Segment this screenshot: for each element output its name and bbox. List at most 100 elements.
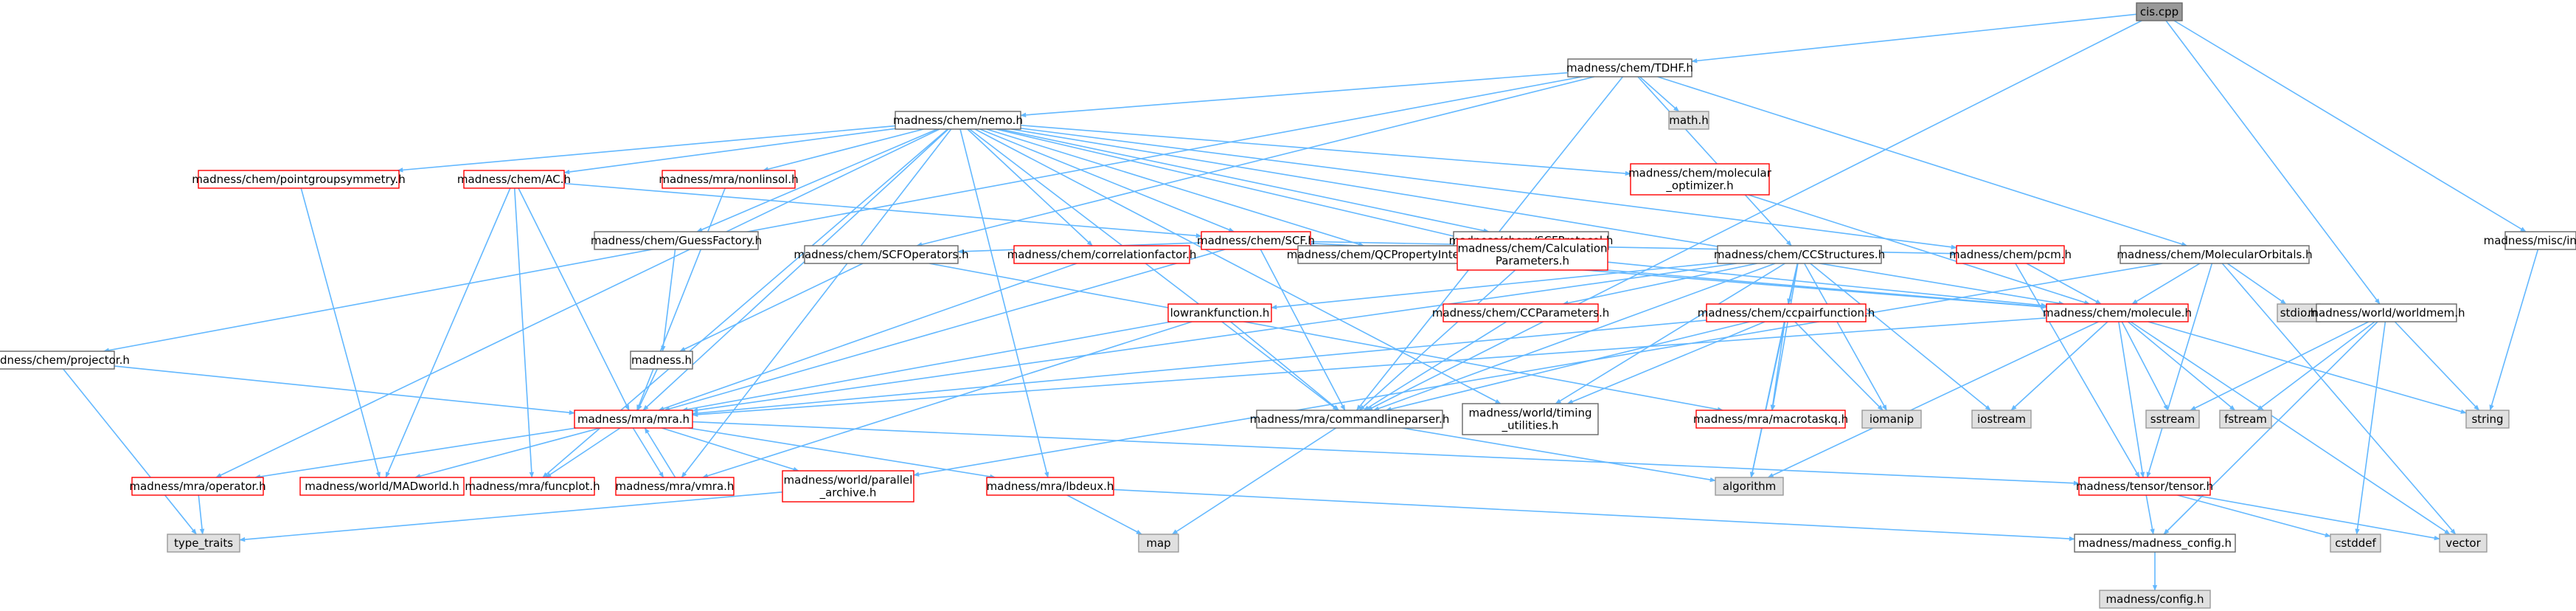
edge-molorb-to-molecule: [2131, 263, 2201, 305]
node-info[interactable]: madness/misc/info.h: [2484, 231, 2576, 250]
node-label: madness/mra/nonlinsol.h: [659, 173, 798, 186]
node-label: madness/mra/lbdeux.h: [987, 480, 1114, 493]
node-box: [2145, 410, 2200, 429]
node-lowrank[interactable]: lowrankfunction.h: [1167, 303, 1272, 322]
edge-nemo-to-qcprop: [986, 128, 1364, 246]
node-lbdeux[interactable]: madness/mra/lbdeux.h: [986, 477, 1114, 496]
node-box: [2219, 410, 2272, 429]
edge-ac-to-scf: [563, 182, 1202, 238]
node-label: sstream: [2150, 412, 2195, 426]
node-operator[interactable]: madness/mra/operator.h: [129, 477, 266, 496]
node-molecule[interactable]: madness/chem/molecule.h: [2043, 303, 2192, 322]
node-mra[interactable]: madness/mra/mra.h: [574, 410, 693, 429]
edge-molecule-to-tensor: [2118, 321, 2145, 478]
edge-scf-to-cmdparser: [1260, 249, 1346, 411]
node-parallel[interactable]: madness/world/parallel_archive.h: [782, 470, 914, 503]
edge-parallel-to-typetraits: [239, 491, 783, 542]
node-label: madness/madness_config.h: [2078, 536, 2232, 550]
node-cmdparser[interactable]: madness/mra/commandlineparser.h: [1250, 410, 1450, 429]
node-funcplot[interactable]: madness/mra/funcplot.h: [465, 477, 600, 496]
node-tensor[interactable]: madness/tensor/tensor.h: [2076, 477, 2213, 496]
node-label: madness/chem/SCFOperators.h: [794, 248, 968, 261]
edge-scfops-to-macrotask: [928, 263, 1723, 412]
node-label: madness/chem/molecular: [1628, 167, 1772, 180]
node-timing[interactable]: madness/world/timing_utilities.h: [1462, 403, 1599, 435]
node-label: type_traits: [174, 536, 233, 550]
node-label: madness/chem/molecule.h: [2043, 306, 2192, 320]
node-nonlinsol[interactable]: madness/mra/nonlinsol.h: [659, 170, 799, 189]
node-molorb[interactable]: madness/chem/MolecularOrbitals.h: [2117, 245, 2313, 264]
edge-tdhf-to-nemo: [1020, 72, 1569, 118]
node-label: madness/chem/CCStructures.h: [1714, 248, 1885, 261]
edge-ccstruct-to-lowrank: [1271, 262, 1718, 310]
node-algorithm: algorithm: [1715, 477, 1784, 496]
node-tdhf[interactable]: madness/chem/TDHF.h: [1566, 58, 1693, 77]
node-box: [2465, 410, 2510, 429]
node-projector[interactable]: madness/chem/projector.h: [0, 351, 130, 370]
node-macrotask[interactable]: madness/mra/macrotaskq.h: [1693, 410, 1848, 429]
node-ccparams[interactable]: madness/chem/CCParameters.h: [1432, 303, 1609, 322]
edge-nemo-to-pcm: [1020, 128, 1957, 249]
node-box: [1297, 245, 1487, 264]
edge-molecule-to-iostream: [2010, 321, 2108, 411]
node-pgs[interactable]: madness/chem/pointgroupsymmetry.h: [192, 170, 406, 189]
node-box: [1715, 477, 1784, 496]
node-box: [615, 477, 735, 496]
edge-nemo-to-timing: [974, 128, 1501, 404]
node-madconfig[interactable]: madness/madness_config.h: [2074, 534, 2236, 553]
node-box: [1706, 303, 1867, 322]
node-label: madness/chem/AC.h: [457, 173, 571, 186]
edge-madnessh-to-mra: [636, 368, 659, 411]
edge-scf-to-mra: [664, 249, 1226, 412]
node-box: [470, 477, 595, 496]
edge-nemo-to-guess: [696, 128, 938, 232]
node-corrfac[interactable]: madness/chem/correlationfactor.h: [1007, 245, 1197, 264]
node-guess[interactable]: madness/chem/GuessFactory.h: [591, 231, 762, 250]
node-qcprop[interactable]: madness/chem/QCPropertyInterface.h: [1287, 245, 1499, 264]
node-box: [895, 111, 1021, 130]
edge-mra-to-funcplot: [545, 427, 621, 478]
edge-nemo-to-pgs: [397, 125, 896, 173]
node-ccpair[interactable]: madness/chem/ccpairfunction.h: [1698, 303, 1875, 322]
node-box: [167, 534, 240, 553]
node-box: [1668, 111, 1709, 130]
node-string: string: [2465, 410, 2510, 429]
node-label: _optimizer.h: [1665, 179, 1733, 193]
node-iostream: iostream: [1971, 410, 2032, 429]
edge-worldmem-to-cstddef: [2355, 321, 2386, 535]
edge-lowrank-to-cmdparser: [1230, 321, 1339, 411]
node-label: madness.h: [631, 353, 692, 367]
node-box: [782, 470, 914, 503]
edge-info-to-string: [2489, 249, 2539, 411]
node-ac[interactable]: madness/chem/AC.h: [457, 170, 571, 189]
edge-tdhf-to-projector: [103, 76, 1583, 353]
node-scfops[interactable]: madness/chem/SCFOperators.h: [794, 245, 969, 264]
node-cis[interactable]: cis.cpp: [2136, 2, 2183, 21]
edge-tensor-to-cstddef: [2177, 494, 2331, 538]
edge-nemo-to-calcparam: [996, 128, 1467, 241]
edge-cis-to-tdhf: [1691, 13, 2137, 63]
edge-mra-to-madworld: [414, 427, 601, 479]
node-box: [662, 170, 796, 189]
node-box: [2120, 245, 2310, 264]
node-box: [1256, 410, 1443, 429]
node-vmra[interactable]: madness/mra/vmra.h: [615, 477, 735, 496]
node-box: [1971, 410, 2032, 429]
node-label: madness/chem/pcm.h: [1949, 248, 2072, 261]
node-molopt[interactable]: madness/chem/molecular_optimizer.h: [1628, 163, 1772, 196]
node-madnessh[interactable]: madness.h: [630, 351, 693, 370]
node-nemo[interactable]: madness/chem/nemo.h: [893, 111, 1023, 130]
node-pcm[interactable]: madness/chem/pcm.h: [1949, 245, 2072, 264]
edge-molecule-to-algorithm: [1767, 321, 2099, 478]
node-label: madness/chem/correlationfactor.h: [1007, 248, 1197, 261]
node-ccstruct[interactable]: madness/chem/CCStructures.h: [1714, 245, 1885, 264]
node-label: madness/world/worldmem.h: [2308, 306, 2465, 320]
node-label: stdio.h: [2280, 306, 2318, 320]
node-madworld[interactable]: madness/world/MADworld.h: [299, 477, 465, 496]
node-box: [2046, 303, 2189, 322]
node-worldmem[interactable]: madness/world/worldmem.h: [2308, 303, 2465, 322]
node-scf[interactable]: madness/chem/SCF.h: [1197, 231, 1315, 250]
node-box: [1462, 403, 1599, 435]
node-label: map: [1146, 536, 1170, 550]
